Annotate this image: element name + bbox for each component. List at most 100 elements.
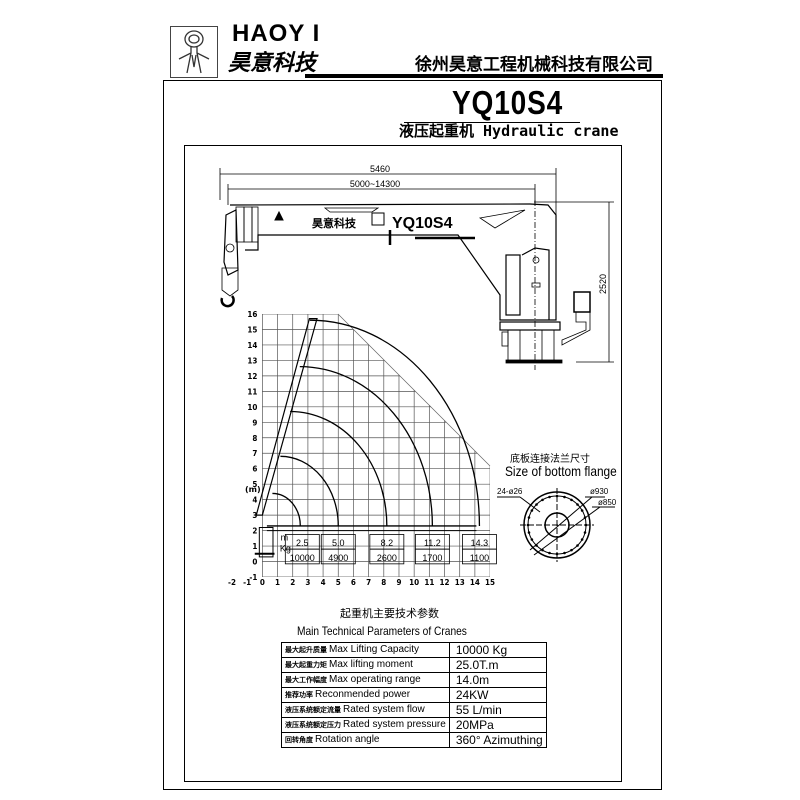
flange-bolt-circle-dia: ø850 (598, 498, 617, 507)
inner-frame (184, 145, 622, 782)
dim-height: 2520 (598, 274, 608, 294)
y-tick-label: 15 (247, 325, 257, 334)
param-label-cn: 液压系统额定压力 (285, 722, 341, 729)
x-tick-label: 14 (470, 578, 480, 587)
company-name: 徐州昊意工程机械科技有限公司 (415, 55, 653, 75)
flange-bolt-spec: 24-ø26 (497, 487, 523, 496)
x-tick-label: 0 (260, 578, 265, 587)
param-label-en: Reconmended power (315, 689, 411, 700)
x-tick-label: 3 (305, 578, 310, 587)
x-tick-label: 8 (381, 578, 386, 587)
load-value: 1100 (470, 553, 489, 563)
param-label-cn: 回转角度 (285, 737, 313, 744)
boom-model-label: YQ10S4 (392, 215, 453, 232)
x-tick-label: 13 (455, 578, 465, 587)
param-label-cn: 推荐功率 (285, 692, 313, 699)
x-tick-label: -1 (243, 578, 251, 587)
x-tick-label: 2 (290, 578, 295, 587)
y-tick-label: 12 (247, 372, 257, 381)
param-value: 14.0m (448, 672, 547, 688)
param-label-en: Rated system pressure (343, 719, 446, 730)
param-value: 25.0T.m (448, 657, 547, 673)
y-tick-label: -1 (249, 573, 257, 582)
company-logo (170, 26, 218, 78)
param-label-en: Max lifting moment (329, 659, 413, 670)
load-value: 2600 (377, 553, 397, 563)
y-tick-label: 1 (252, 542, 257, 551)
x-tick-label: 1 (275, 578, 280, 587)
stick-figure-logo-icon (178, 30, 210, 74)
title-rule (404, 122, 580, 123)
x-tick-label: 12 (440, 578, 450, 587)
param-value: 20MPa (448, 717, 547, 733)
load-radius-arc (272, 492, 301, 526)
flange-title-cn: 底板连接法兰尺寸 (510, 454, 590, 465)
x-tick-label: -2 (228, 578, 236, 587)
y-tick-label: 5 (252, 480, 257, 489)
header-rule (305, 74, 663, 78)
radius-value: 14.3 (471, 538, 489, 548)
outer-frame (163, 80, 662, 790)
param-value: 55 L/min (448, 702, 547, 718)
subtitle: 液压起重机 Hydraulic crane (399, 122, 619, 140)
y-tick-label: 8 (252, 434, 257, 443)
radius-row-label: m (281, 533, 289, 543)
y-tick-label: 4 (252, 496, 257, 505)
y-axis-label: (m) (245, 485, 261, 494)
x-tick-label: 11 (424, 578, 434, 587)
y-tick-label: 11 (247, 387, 257, 396)
y-tick-label: 0 (252, 558, 257, 567)
load-radius-arc (299, 365, 434, 526)
y-tick-label: 9 (252, 418, 257, 427)
y-tick-label: 2 (252, 527, 257, 536)
radius-value: 11.2 (424, 538, 441, 548)
param-label-cn: 最大起升质量 (285, 647, 327, 654)
radius-value: 8.2 (381, 538, 394, 548)
load-value: 4900 (328, 553, 348, 563)
x-tick-label: 5 (336, 578, 341, 587)
x-tick-label: 10 (409, 578, 419, 587)
dim-boom-range: 5000~14300 (350, 179, 400, 189)
param-label-cn: 最大起重力矩 (285, 662, 327, 669)
y-tick-label: 6 (252, 465, 257, 474)
param-label-en: Rated system flow (343, 704, 425, 715)
load-value: 10000 (290, 553, 315, 563)
load-radius-arc (280, 455, 339, 526)
radius-value: 5.0 (332, 538, 345, 548)
y-tick-label: 14 (247, 341, 257, 350)
dim-overall-length: 5460 (370, 164, 390, 174)
load-radius-arc (290, 410, 388, 526)
y-tick-label: 3 (252, 511, 257, 520)
param-label-en: Max Lifting Capacity (329, 644, 420, 655)
params-title-en: Main Technical Parameters of Cranes (297, 624, 467, 638)
y-tick-label: 16 (247, 310, 257, 319)
x-tick-label: 9 (396, 578, 401, 587)
load-radius-arc (309, 319, 481, 526)
x-tick-label: 6 (351, 578, 356, 587)
flange-outer-dia: ø930 (590, 487, 609, 496)
brand-name-cn: 昊意科技 (228, 51, 317, 76)
model-title: YQ10S4 (452, 84, 564, 121)
radius-value: 2.5 (296, 538, 309, 548)
x-tick-label: 15 (485, 578, 495, 587)
param-value: 10000 Kg (448, 642, 547, 658)
flange-title-en: Size of bottom flange (505, 463, 617, 479)
x-tick-label: 7 (366, 578, 371, 587)
param-value: 360° Azimuthing (448, 732, 547, 748)
param-label-en: Max operating range (329, 674, 421, 685)
load-value: 1700 (422, 553, 442, 563)
boom-brand-label: 昊意科技 (312, 216, 357, 230)
param-label-cn: 最大工作幅度 (285, 677, 327, 684)
y-tick-label: 13 (247, 356, 257, 365)
param-value: 24KW (448, 687, 547, 703)
brand-name-en: HAOY I (232, 20, 321, 47)
param-label-cn: 液压系统额定流量 (285, 707, 341, 714)
